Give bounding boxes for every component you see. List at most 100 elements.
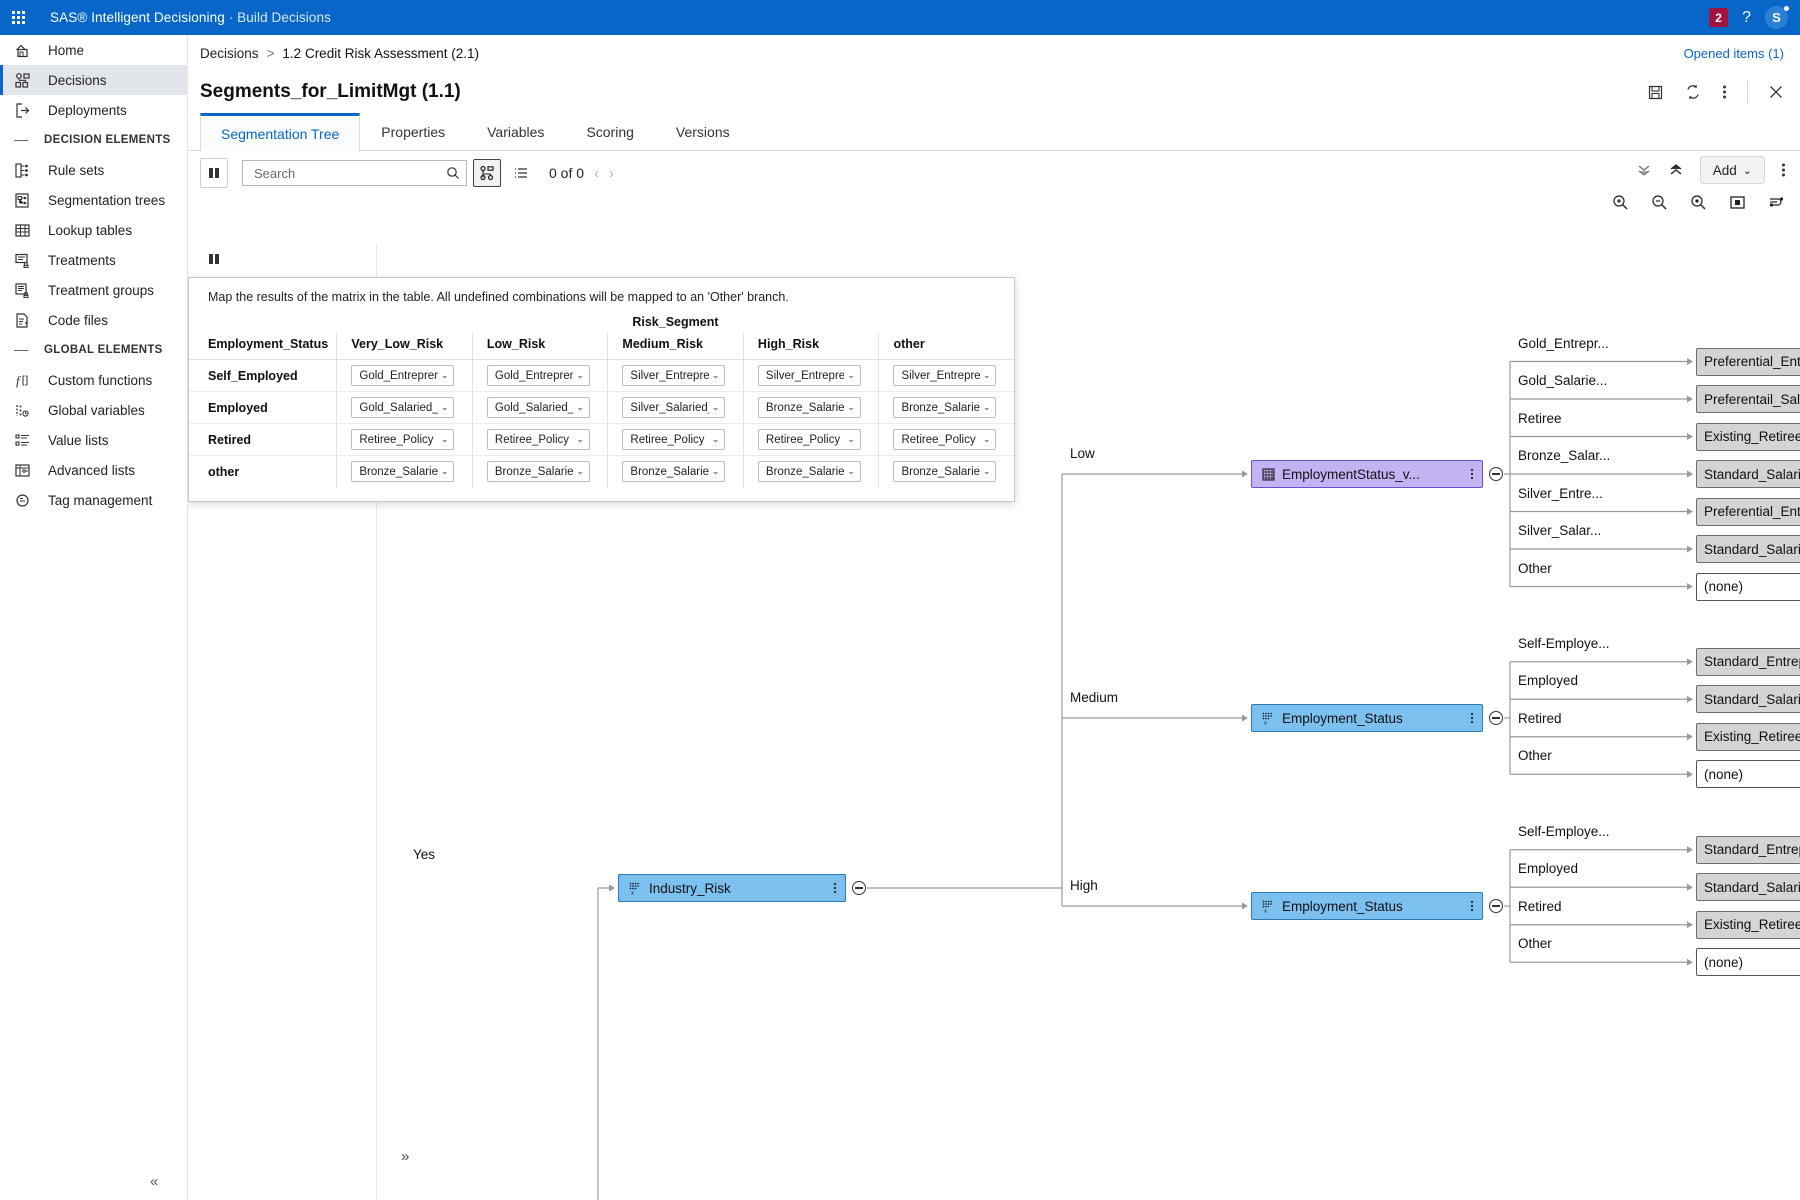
search-icon[interactable] [446, 166, 460, 180]
matrix-cell-select[interactable]: Retiree_Policy⌄ [757, 429, 861, 450]
matrix-cell-value: Silver_Entrepre... [630, 369, 709, 382]
canvas-expand-button[interactable]: » [401, 1148, 410, 1165]
layout-icon[interactable] [1768, 194, 1786, 211]
zoom-fit-icon[interactable] [1690, 194, 1707, 211]
sidebar-item-code-files[interactable]: Code files [0, 305, 187, 335]
tree-node[interactable]: Existing_Retiree_Pol... [1696, 910, 1800, 939]
matrix-cell-select[interactable]: Bronze_Salaried...⌄ [757, 397, 861, 418]
matrix-cell-select[interactable]: Silver_Entrepre...⌄ [757, 365, 861, 386]
search-input-wrapper[interactable] [242, 160, 467, 186]
sidebar-item-segmentation-trees[interactable]: Segmentation trees [0, 185, 187, 215]
matrix-cell-select[interactable]: Bronze_Salaried...⌄ [351, 461, 455, 482]
add-button[interactable]: Add ⌄ [1699, 156, 1765, 184]
sidebar-item-tag-management[interactable]: Tag management [0, 485, 187, 515]
matrix-cell-select[interactable]: Retiree_Policy⌄ [622, 429, 726, 450]
collapse-node-icon[interactable] [1489, 899, 1503, 913]
columns-icon[interactable] [200, 244, 228, 274]
collapse-all-icon[interactable] [1636, 162, 1652, 178]
tree-node[interactable]: Standard_Entrepreneu... [1696, 647, 1800, 676]
collapse-node-icon[interactable] [1489, 711, 1503, 725]
sidebar-item-global-variables[interactable]: Global variables [0, 395, 187, 425]
more-vertical-icon[interactable] [1722, 83, 1727, 101]
matrix-cell: Bronze_Salaried...⌄ [336, 455, 473, 487]
tab-segmentation-tree[interactable]: Segmentation Tree [200, 113, 361, 151]
opened-items-link[interactable]: Opened items (1) [1683, 45, 1784, 61]
tree-node-menu-icon[interactable] [825, 881, 845, 895]
collapse-node-icon[interactable] [852, 881, 866, 895]
sidebar-item-lookup-tables[interactable]: Lookup tables [0, 215, 187, 245]
sidebar-item-rule-sets[interactable]: Rule sets [0, 155, 187, 185]
matrix-cell-select[interactable]: Retiree_Policy⌄ [486, 429, 590, 450]
tree-node[interactable]: Preferential_Entrepr... [1696, 497, 1800, 526]
tree-node[interactable]: (none) [1696, 572, 1800, 601]
refresh-icon[interactable] [1684, 83, 1702, 101]
matrix-cell-select[interactable]: Gold_Entrepren...⌄ [486, 365, 590, 386]
matrix-cell-select[interactable]: Retiree_Policy⌄ [351, 429, 455, 450]
matrix-cell-select[interactable]: Gold_Salaried_...⌄ [486, 397, 590, 418]
matrix-cell-select[interactable]: Gold_Salaried_...⌄ [351, 397, 455, 418]
tree-node[interactable]: Standard_Salaried_Li... [1696, 460, 1800, 488]
matrix-cell-select[interactable]: Bronze_Salaried...⌄ [893, 461, 997, 482]
sidebar-item-home[interactable]: Home [0, 35, 187, 65]
tree-node-menu-icon[interactable] [1462, 467, 1482, 481]
panel-toggle-icon[interactable] [200, 158, 228, 188]
matrix-cell-select[interactable]: Gold_Entrepren...⌄ [351, 365, 455, 386]
matrix-cell-select[interactable]: Bronze_Salaried...⌄ [486, 461, 590, 482]
tree-node[interactable]: Preferentail_Salarie... [1696, 385, 1800, 413]
tree-node-menu-icon[interactable] [1462, 899, 1482, 913]
fit-page-icon[interactable] [1729, 194, 1746, 211]
sidebar-item-deployments[interactable]: Deployments [0, 95, 187, 125]
tree-node[interactable]: Existing_Retiree_Pol... [1696, 722, 1800, 751]
prev-result-button[interactable]: ‹ [594, 164, 600, 182]
app-switcher-icon[interactable] [0, 11, 36, 24]
matrix-cell-select[interactable]: Silver_Salaried_...⌄ [622, 397, 726, 418]
sidebar-item-treatment-groups[interactable]: Treatment groups [0, 275, 187, 305]
sidebar-item-decisions[interactable]: Decisions [0, 65, 187, 95]
tree-node-menu-icon[interactable] [1462, 711, 1482, 725]
list-view-icon[interactable] [507, 159, 535, 187]
search-input[interactable] [252, 164, 446, 182]
tab-variables[interactable]: Variables [487, 124, 545, 140]
tree-node[interactable]: (none) [1696, 948, 1800, 977]
tree-node[interactable]: Standard_Salaried_Li... [1696, 535, 1800, 563]
tab-scoring[interactable]: Scoring [586, 124, 634, 140]
sidebar-item-value-lists[interactable]: Value lists [0, 425, 187, 455]
save-icon[interactable] [1647, 84, 1664, 101]
matrix-cell-select[interactable]: Bronze_Salaried...⌄ [622, 461, 726, 482]
tree-node[interactable]: Standard_Salaried_Li... [1696, 873, 1800, 902]
tab-properties[interactable]: Properties [381, 124, 446, 140]
matrix-cell-select[interactable]: Bronze_Salaried...⌄ [893, 397, 997, 418]
tree-node[interactable]: Standard_Salaried_Li... [1696, 685, 1800, 714]
tree-node[interactable]: Existing_Retiree_Pol... [1696, 422, 1800, 451]
matrix-cell-select[interactable]: Retiree_Policy⌄ [893, 429, 997, 450]
tree-node[interactable]: Preferential_Entrepr... [1696, 347, 1800, 376]
breadcrumb-current[interactable]: 1.2 Credit Risk Assessment (2.1) [282, 45, 479, 61]
close-icon[interactable] [1768, 84, 1784, 100]
tab-versions[interactable]: Versions [675, 124, 730, 140]
zoom-out-icon[interactable] [1651, 194, 1668, 211]
matrix-cell-select[interactable]: Silver_Entrepre...⌄ [622, 365, 726, 386]
toolbar-more-icon[interactable] [1781, 161, 1786, 179]
notification-badge[interactable]: 2 [1709, 8, 1729, 27]
sidebar-item-advanced-lists[interactable]: Advanced lists [0, 455, 187, 485]
collapse-node-icon[interactable] [1489, 467, 1503, 481]
tree-node[interactable]: Standard_Entrepreneu... [1696, 835, 1800, 864]
tree-node[interactable]: (none) [1696, 760, 1800, 789]
sidebar-item-treatments[interactable]: Treatments [0, 245, 187, 275]
breadcrumb-root[interactable]: Decisions [200, 45, 259, 61]
zoom-in-icon[interactable] [1612, 194, 1629, 211]
tree-view-icon[interactable] [473, 159, 501, 187]
matrix-cell-select[interactable]: Silver_Entrepre...⌄ [893, 365, 997, 386]
next-result-button[interactable]: › [609, 164, 615, 182]
tree-node[interactable]: EmploymentStatus_v... [1251, 460, 1483, 488]
matrix-cell-select[interactable]: Bronze_Salaried...⌄ [757, 461, 861, 482]
help-icon[interactable]: ? [1742, 8, 1751, 26]
expand-all-icon[interactable] [1668, 162, 1684, 178]
avatar[interactable]: S [1765, 6, 1789, 29]
sidebar-collapse-button[interactable]: « [150, 1173, 159, 1190]
